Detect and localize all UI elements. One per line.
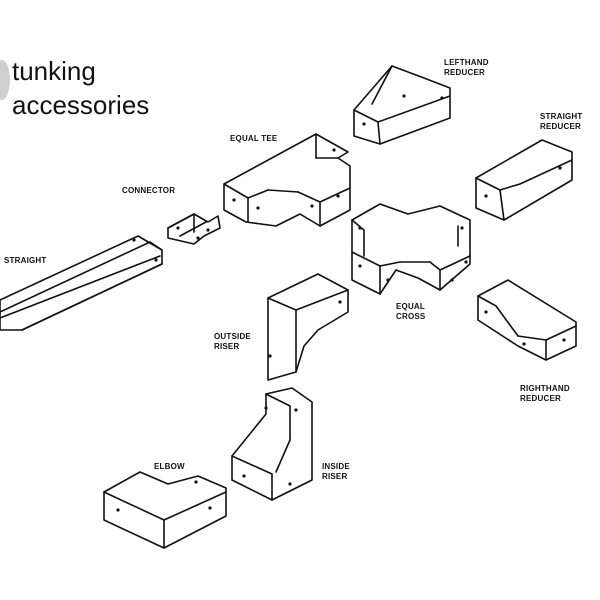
label-connector: CONNECTOR: [122, 186, 176, 195]
label-inside-riser: INSIDE RISER: [322, 462, 350, 481]
straight-trunking: [0, 235, 163, 331]
connector-part: [167, 213, 221, 245]
elbow-part: [103, 471, 227, 549]
righthand-reducer-part: [477, 279, 577, 361]
label-righthand-reducer: RIGHTHAND REDUCER: [520, 384, 570, 403]
inside-riser-part: [231, 387, 313, 501]
title-line-1: tunking: [12, 56, 96, 86]
title-line-2: accessories: [12, 90, 150, 120]
label-equal-tee: EQUAL TEE: [230, 134, 278, 143]
equal-tee-part: [223, 133, 351, 227]
scroll-indicator: [0, 60, 10, 100]
lefthand-reducer-part: [353, 65, 451, 145]
label-straight-reducer: STRAIGHT REDUCER: [540, 112, 583, 131]
label-straight: STRAIGHT: [4, 256, 47, 265]
label-equal-cross: EQUAL CROSS: [396, 302, 426, 321]
label-lefthand-reducer: LEFTHAND REDUCER: [444, 58, 489, 77]
outside-riser-part: [267, 273, 349, 381]
equal-cross-part: [351, 203, 471, 295]
page-title: tunking accessories: [12, 54, 149, 122]
label-outside-riser: OUTSIDE RISER: [214, 332, 251, 351]
label-elbow: ELBOW: [154, 462, 185, 471]
straight-reducer-part: [475, 139, 573, 221]
